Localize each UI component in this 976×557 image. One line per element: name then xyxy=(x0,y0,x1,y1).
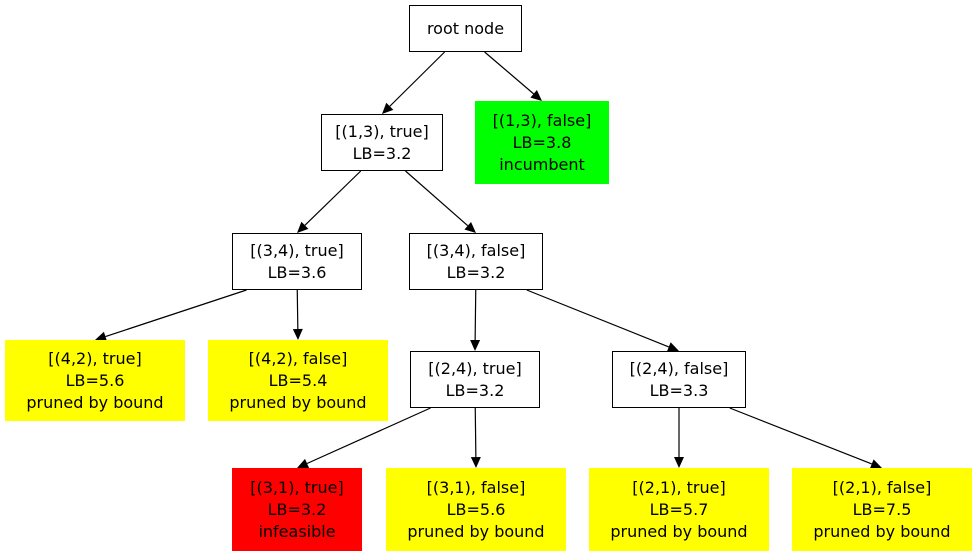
node-lower-bound: LB=3.8 xyxy=(512,132,572,152)
node-label: [(3,1), true] xyxy=(250,477,344,497)
edge-n24t-n31t xyxy=(306,407,431,465)
edge-root-n13t xyxy=(389,51,446,107)
node-status: pruned by bound xyxy=(407,521,545,541)
node-2-1-false: [(2,1), false] LB=7.5 pruned by bound xyxy=(792,468,972,551)
arrowhead-n24f-n21f xyxy=(869,459,882,469)
node-label: [(2,4), false] xyxy=(629,358,729,378)
arrowhead-root-n13f xyxy=(530,90,542,101)
arrowhead-n34t-n42f xyxy=(292,328,303,340)
arrowhead-n24t-n31f xyxy=(470,456,481,468)
node-2-4-true: [(2,4), true] LB=3.2 xyxy=(410,351,540,408)
node-label: [(2,1), false] xyxy=(832,477,932,497)
node-label: [(3,1), false] xyxy=(426,477,526,497)
node-label: [(2,4), true] xyxy=(428,358,522,378)
node-status: incumbent xyxy=(499,154,585,174)
node-4-2-false: [(4,2), false] LB=5.4 pruned by bound xyxy=(208,340,388,421)
node-status: pruned by bound xyxy=(610,521,748,541)
node-lower-bound: LB=3.6 xyxy=(267,262,327,282)
node-status: infeasible xyxy=(258,521,336,541)
edge-n34t-n42t xyxy=(105,289,247,338)
node-3-4-true: [(3,4), true] LB=3.6 xyxy=(232,233,362,290)
node-label: root node xyxy=(426,18,505,38)
edge-n34f-n24t xyxy=(474,289,477,341)
node-lower-bound: LB=3.3 xyxy=(649,380,709,400)
node-3-1-false: [(3,1), false] LB=5.6 pruned by bound xyxy=(386,468,566,551)
node-3-1-true: [(3,1), true] LB=3.2 infeasible xyxy=(232,468,362,551)
arrowhead-n13t-n34t xyxy=(297,221,309,233)
node-status: pruned by bound xyxy=(229,392,367,412)
node-2-4-false: [(2,4), false] LB=3.3 xyxy=(612,351,746,408)
node-status: pruned by bound xyxy=(26,392,164,412)
node-label: [(3,4), false] xyxy=(426,240,526,260)
edge-n24t-n31f xyxy=(474,407,477,458)
node-status: pruned by bound xyxy=(813,521,951,541)
edge-root-n13f xyxy=(484,51,535,95)
node-lower-bound: LB=5.4 xyxy=(268,370,328,390)
arrowhead-n34t-n42t xyxy=(95,331,108,342)
node-lower-bound: LB=3.2 xyxy=(446,262,506,282)
node-1-3-false: [(1,3), false] LB=3.8 incumbent xyxy=(475,101,609,184)
arrowhead-n34f-n24t xyxy=(470,339,481,351)
node-label: [(4,2), false] xyxy=(248,348,348,368)
node-lower-bound: LB=5.7 xyxy=(649,499,709,519)
node-root: root node xyxy=(409,5,522,52)
edge-n13t-n34t xyxy=(304,170,362,226)
node-label: [(4,2), true] xyxy=(48,348,142,368)
node-lower-bound: LB=3.2 xyxy=(352,143,412,163)
arrowhead-n24f-n21t xyxy=(674,457,684,468)
node-label: [(3,4), true] xyxy=(250,240,344,260)
node-1-3-true: [(1,3), true] LB=3.2 xyxy=(321,114,443,171)
arrowhead-n24t-n31t xyxy=(297,458,310,469)
arrowhead-n34f-n24f xyxy=(666,342,679,352)
edge-n34f-n24f xyxy=(526,289,670,348)
node-label: [(2,1), true] xyxy=(632,477,726,497)
edge-n24f-n21f xyxy=(729,407,872,465)
node-4-2-true: [(4,2), true] LB=5.6 pruned by bound xyxy=(5,340,185,421)
node-label: [(1,3), false] xyxy=(492,110,592,130)
arrowhead-n13t-n34f xyxy=(464,221,476,233)
node-lower-bound: LB=5.6 xyxy=(446,499,506,519)
edge-n13t-n34f xyxy=(405,170,469,227)
node-label: [(1,3), true] xyxy=(335,121,429,141)
arrowhead-root-n13t xyxy=(382,102,394,114)
node-lower-bound: LB=3.2 xyxy=(267,499,327,519)
node-2-1-true: [(2,1), true] LB=5.7 pruned by bound xyxy=(589,468,769,551)
node-lower-bound: LB=7.5 xyxy=(852,499,912,519)
edge-n34t-n42f xyxy=(296,289,299,330)
node-3-4-false: [(3,4), false] LB=3.2 xyxy=(409,233,543,290)
node-lower-bound: LB=3.2 xyxy=(445,380,505,400)
node-lower-bound: LB=5.6 xyxy=(65,370,125,390)
